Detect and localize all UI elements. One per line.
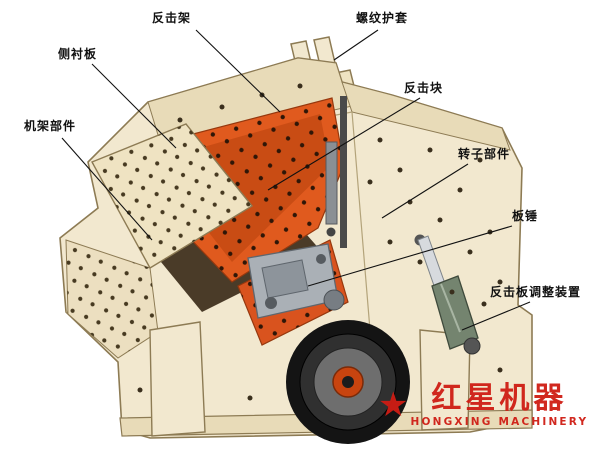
brand-star-icon: ★ [378, 385, 409, 426]
leader-lines [61, 29, 531, 331]
brand-name-cn: 红星机器 [431, 381, 568, 416]
label-blow-bar: 板锤 [512, 209, 539, 223]
center-rod [325, 96, 347, 248]
label-thread-sleeve: 螺纹护套 [356, 11, 409, 25]
support-legs [149, 321, 471, 437]
label-impact-frame: 反击架 [152, 11, 192, 25]
rotor-assembly [247, 243, 345, 319]
label-side-liner: 侧衬板 [58, 47, 98, 61]
label-rotor-parts: 转子部件 [458, 147, 511, 161]
label-impact-block: 反击块 [404, 81, 444, 95]
brand-name-en: HONGXING MACHINERY [410, 415, 589, 428]
flywheel [286, 320, 410, 444]
label-plate-adjuster: 反击板调整装置 [490, 285, 582, 299]
brand-watermark: ★ 红星机器 HONGXING MACHINERY [378, 383, 588, 428]
label-frame-parts: 机架部件 [24, 119, 77, 133]
side-liner-plate [65, 123, 254, 359]
